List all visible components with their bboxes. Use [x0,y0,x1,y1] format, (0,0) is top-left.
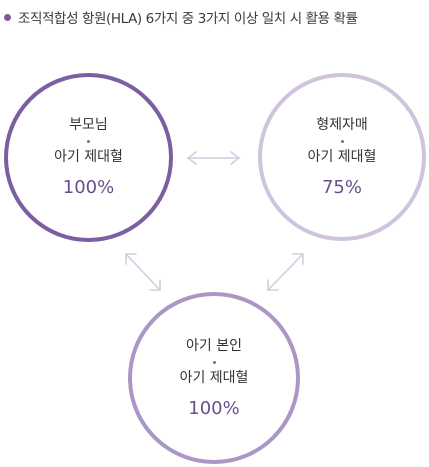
node-sibling-blood: 아기 제대혈 [307,148,377,165]
separator-dot [340,139,344,143]
node-parents-blood: 아기 제대혈 [54,149,123,165]
diagram-title: 조직적합성 항원(HLA) 6가지 중 3가지 이상 일치 시 활용 확률 [4,6,358,28]
arrow-sibling-self [267,253,304,291]
arrow-parents-sibling [186,151,241,165]
node-sibling: 형제자매 아기 제대혈 75% [258,73,426,241]
node-parents-percent: 100% [62,177,115,198]
separator-dot [212,360,216,364]
node-self: 아기 본인 아기 제대혈 100% [128,292,300,464]
node-parents: 부모님 아기 제대혈 100% [4,73,173,242]
node-self-blood: 아기 제대혈 [179,369,249,386]
node-sibling-percent: 75% [321,176,362,198]
node-self-percent: 100% [188,397,240,419]
node-parents-name: 부모님 [69,117,108,133]
separator-dot [87,140,90,143]
bullet-icon [4,14,11,21]
node-sibling-name: 형제자매 [316,116,368,133]
node-self-name: 아기 본인 [186,337,242,354]
title-text: 조직적합성 항원(HLA) 6가지 중 3가지 이상 일치 시 활용 확률 [18,11,358,27]
arrow-parents-self [125,253,161,291]
